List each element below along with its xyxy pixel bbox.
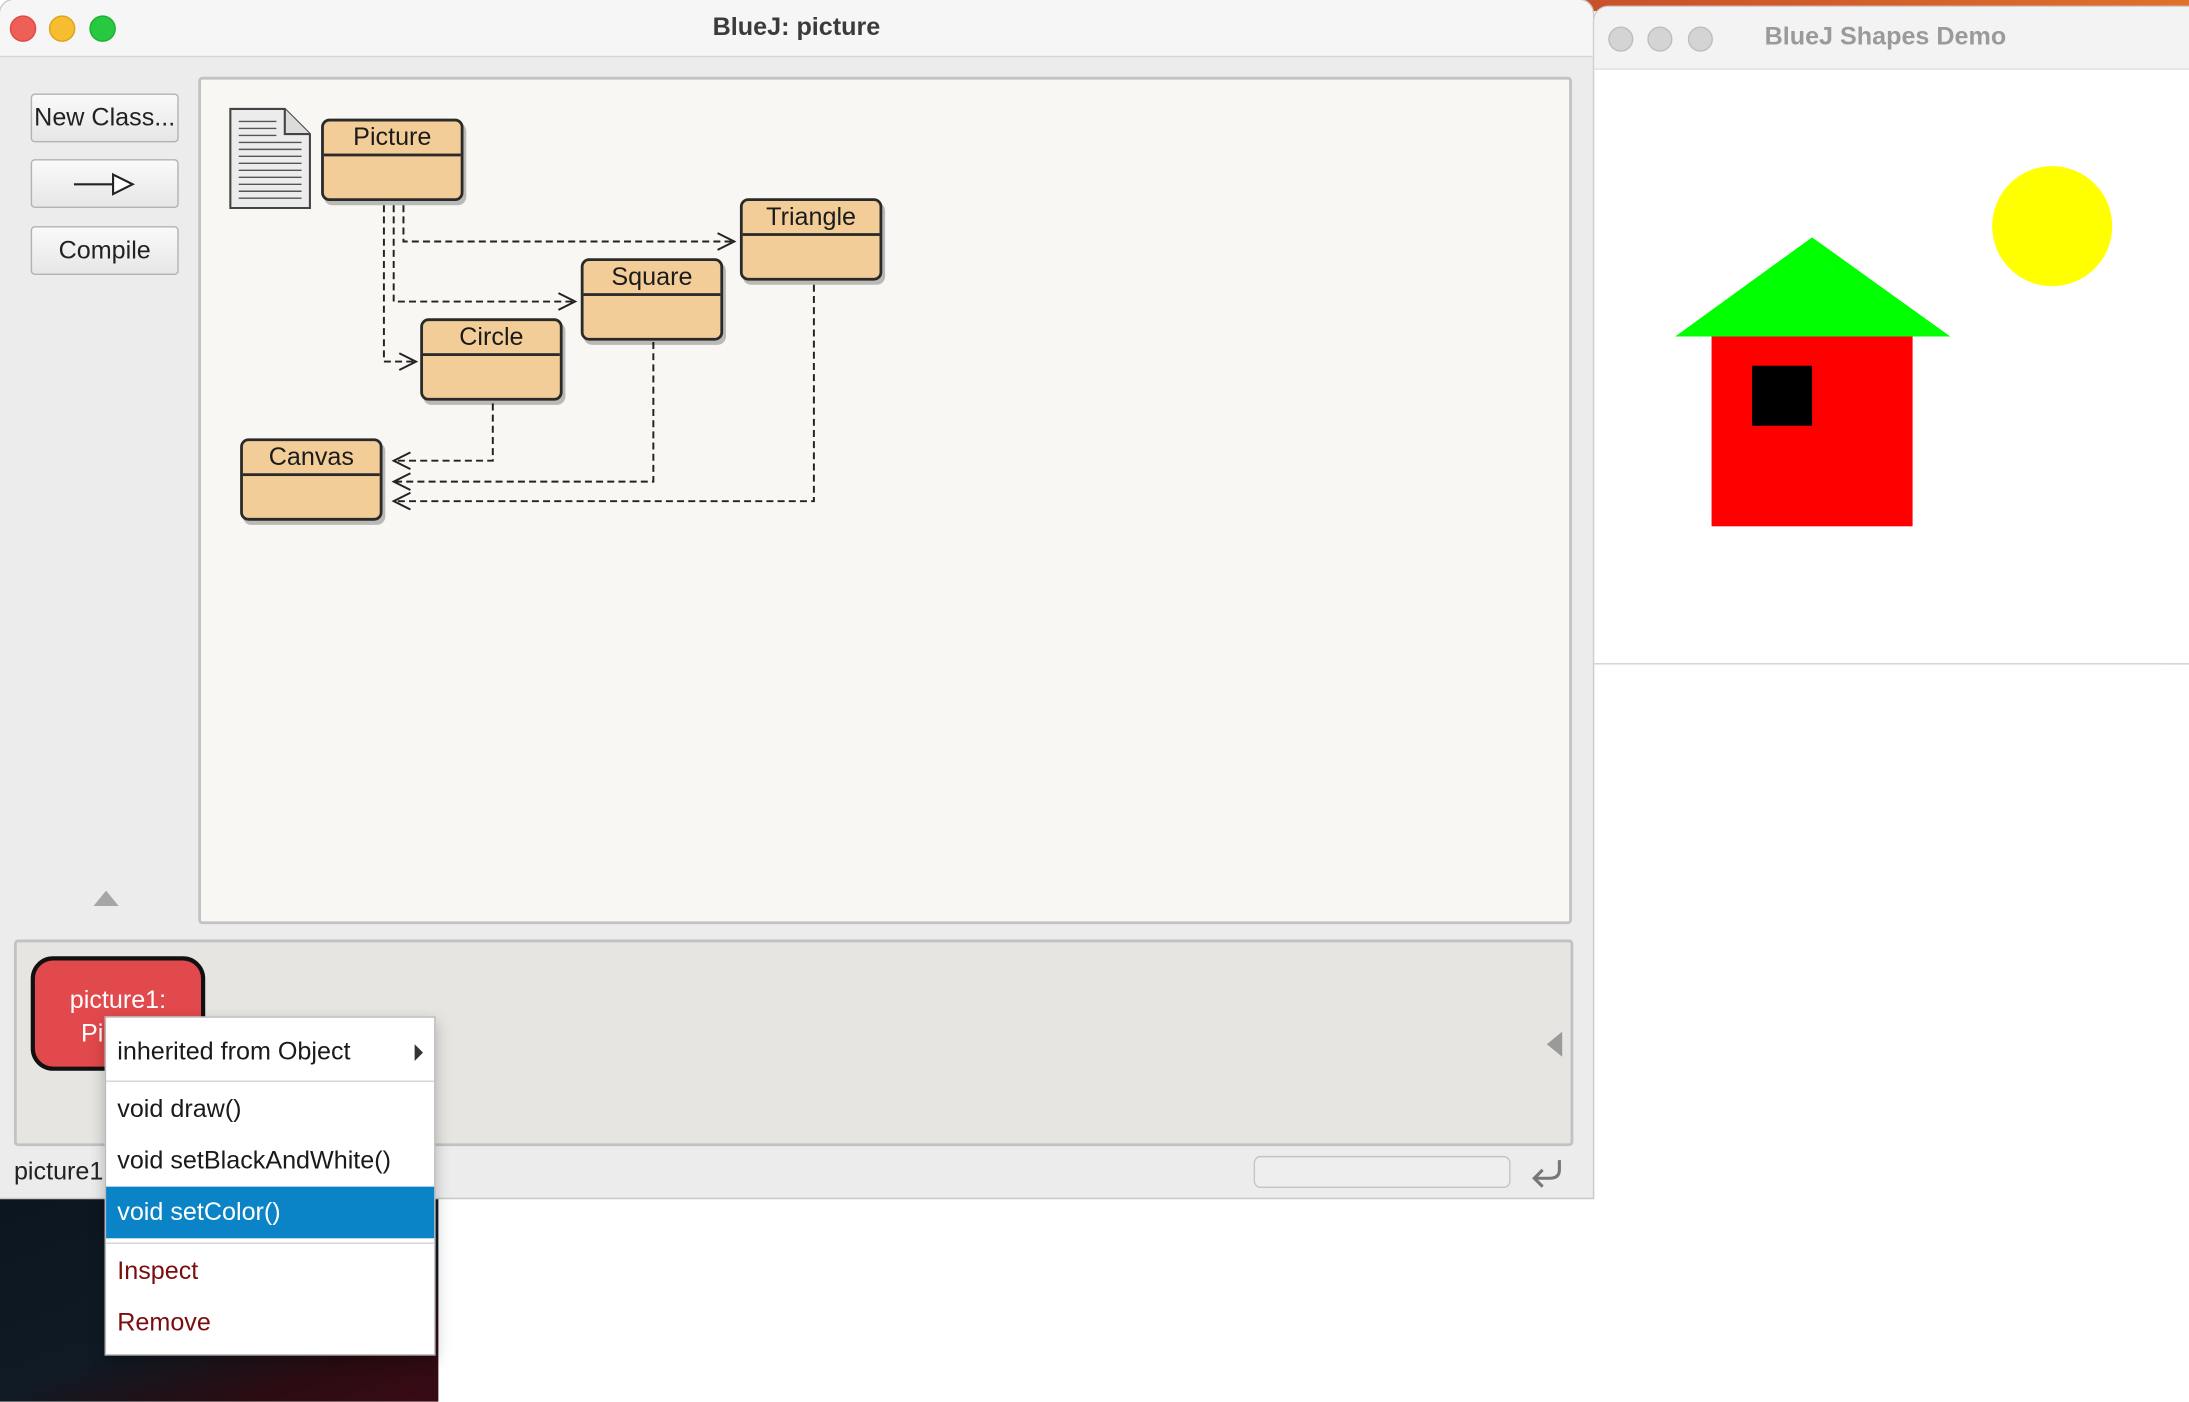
class-name: Circle	[423, 321, 560, 356]
close-window-button[interactable]	[1608, 26, 1634, 52]
zoom-window-button[interactable]	[1687, 26, 1713, 52]
window-title: BlueJ: picture	[712, 12, 881, 41]
class-name: Canvas	[242, 441, 380, 477]
class-name: Triangle	[742, 201, 880, 236]
menu-item-inherited-from-object[interactable]: inherited from Object	[106, 1026, 434, 1078]
class-diagram[interactable]: Picture Triangle Square Circle Canvas	[198, 76, 1572, 925]
dependency-arrows	[382, 205, 815, 511]
expand-up-icon[interactable]	[93, 890, 119, 907]
menu-item-set-color[interactable]: void setColor()	[106, 1186, 435, 1239]
minimize-window-button[interactable]	[1647, 26, 1673, 52]
object-type: Pi	[80, 1019, 104, 1048]
class-picture[interactable]: Picture	[321, 118, 464, 202]
house-roof-triangle	[1675, 237, 1951, 337]
zoom-window-button[interactable]	[89, 15, 116, 42]
bluej-main-window: BlueJ: picture New Class... Compile	[0, 0, 1593, 1198]
minimize-window-button[interactable]	[48, 15, 76, 42]
class-square[interactable]: Square	[580, 258, 724, 341]
house-window-square	[1752, 365, 1813, 426]
class-name: Picture	[323, 121, 461, 157]
progress-field	[1253, 1155, 1511, 1189]
sun-circle	[1992, 166, 2113, 287]
class-circle[interactable]: Circle	[420, 318, 563, 401]
submenu-arrow-icon	[414, 1044, 424, 1061]
shapes-demo-window: BlueJ Shapes Demo	[1594, 6, 2189, 664]
house-wall-square	[1711, 336, 1913, 527]
menu-item-set-black-and-white[interactable]: void setBlackAndWhite()	[117, 1146, 392, 1175]
new-class-button[interactable]: New Class...	[30, 93, 179, 143]
class-name: Square	[583, 261, 721, 296]
menu-separator	[106, 1242, 435, 1244]
class-canvas[interactable]: Canvas	[240, 438, 383, 521]
status-message: picture1	[13, 1157, 104, 1186]
compile-button[interactable]: Compile	[30, 226, 179, 276]
menu-item-remove[interactable]: Remove	[117, 1308, 211, 1337]
object-context-menu: inherited from Object void draw() void s…	[104, 1016, 436, 1356]
inheritance-arrow-icon	[73, 172, 135, 196]
new-inheritance-arrow-button[interactable]	[30, 159, 179, 209]
window-title: BlueJ Shapes Demo	[1764, 22, 2007, 51]
title-bar: BlueJ Shapes Demo	[1594, 6, 2189, 70]
shapes-canvas	[1675, 166, 2113, 527]
class-triangle[interactable]: Triangle	[739, 198, 883, 281]
title-bar: BlueJ: picture	[0, 0, 1593, 58]
reset-machine-icon[interactable]	[1529, 1156, 1565, 1190]
collapse-left-icon[interactable]	[1546, 1031, 1563, 1057]
menu-item-draw[interactable]: void draw()	[117, 1094, 242, 1123]
menu-item-inspect[interactable]: Inspect	[117, 1256, 199, 1285]
readme-document-icon[interactable]	[229, 107, 316, 212]
close-window-button[interactable]	[9, 15, 37, 42]
menu-item-label: inherited from Object	[117, 1037, 351, 1066]
object-name: picture1:	[69, 985, 167, 1014]
desktop-background-strip	[1577, 0, 2189, 12]
menu-separator	[106, 1080, 435, 1082]
